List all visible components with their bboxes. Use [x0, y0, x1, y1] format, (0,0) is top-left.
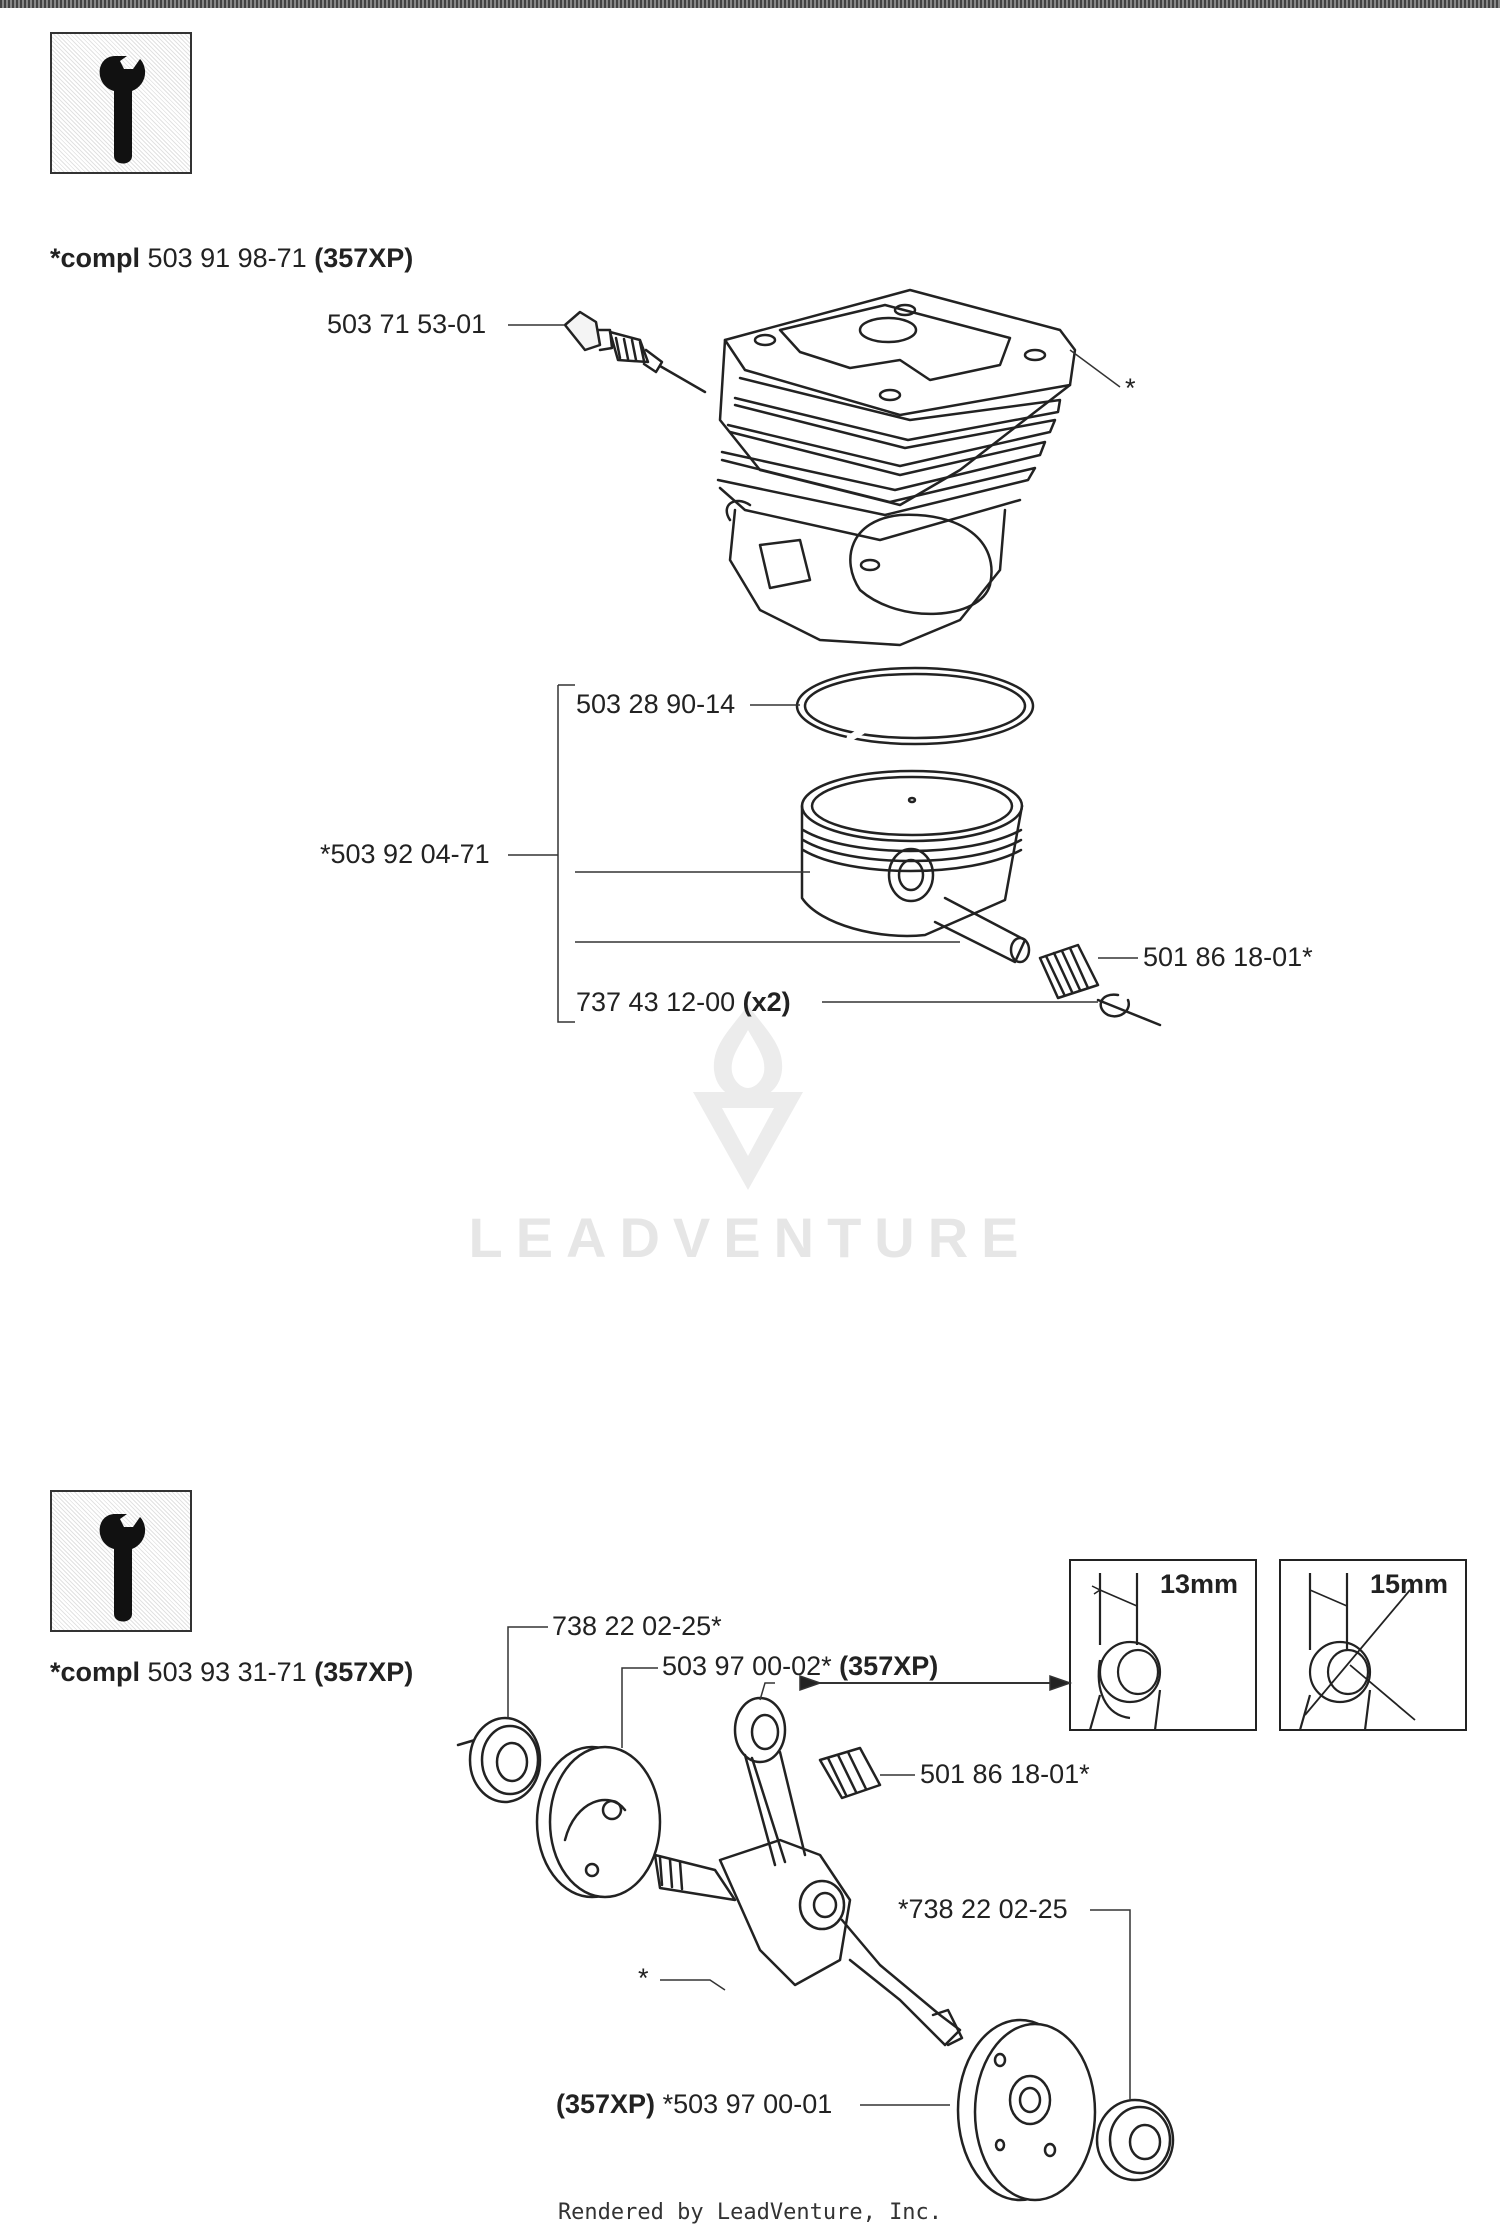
- inset-dimension-13mm: 13mm: [1160, 1569, 1239, 1599]
- needle-bearing-bottom: [818, 1746, 882, 1800]
- piston-ring: [795, 666, 1035, 746]
- compl-label-bottom: *compl 503 93 31-71 (357XP): [50, 1657, 414, 1687]
- footer-credit: Rendered by LeadVenture, Inc.: [557, 2200, 943, 2225]
- label-flywheel-half-left: 503 97 00-02* (357XP): [662, 1651, 939, 1681]
- connecting-rod: [733, 1696, 807, 1867]
- label-needle-bearing-bottom: 501 86 18-01*: [920, 1759, 1090, 1789]
- flywheel-half-right: [956, 2018, 1097, 2202]
- circlip: [1096, 993, 1162, 1027]
- flywheel-half-left: [535, 1745, 662, 1899]
- needle-bearing-top: [1038, 943, 1100, 1000]
- page-top-border: [0, 0, 1500, 8]
- label-bearing-right: *738 22 02-25: [898, 1894, 1068, 1924]
- crankshaft: [653, 1838, 964, 2047]
- label-flywheel-half-right: (357XP) *503 97 00-01: [556, 2089, 833, 2119]
- compl-label-top: *compl 503 91 98-71 (357XP): [50, 243, 414, 273]
- inset-13mm: [1069, 1559, 1257, 1731]
- label-circlip: 737 43 12-00 (x2): [576, 987, 791, 1017]
- inset-dimension-15mm: 15mm: [1370, 1569, 1449, 1599]
- label-crankshaft: *: [638, 1963, 649, 1993]
- tool-info-icon-2: [50, 1490, 192, 1632]
- label-needle-bearing-top: 501 86 18-01*: [1143, 942, 1313, 972]
- bearing-left: [456, 1716, 542, 1804]
- cylinder: [716, 288, 1077, 647]
- label-bearing-left: 738 22 02-25*: [552, 1611, 722, 1641]
- piston: [800, 769, 1024, 938]
- watermark-text: LEADVENTURE: [468, 1206, 1032, 1269]
- label-spark-plug: 503 71 53-01: [327, 309, 487, 339]
- spark-plug: [563, 310, 707, 394]
- label-piston-ring: 503 28 90-14: [576, 689, 736, 719]
- label-cylinder: *: [1125, 373, 1136, 403]
- tool-info-icon: [50, 32, 192, 174]
- inset-15mm: [1279, 1559, 1467, 1731]
- wrist-pin: [933, 896, 1031, 964]
- label-piston-kit: *503 92 04-71: [320, 839, 490, 869]
- bearing-right: [1095, 2098, 1175, 2182]
